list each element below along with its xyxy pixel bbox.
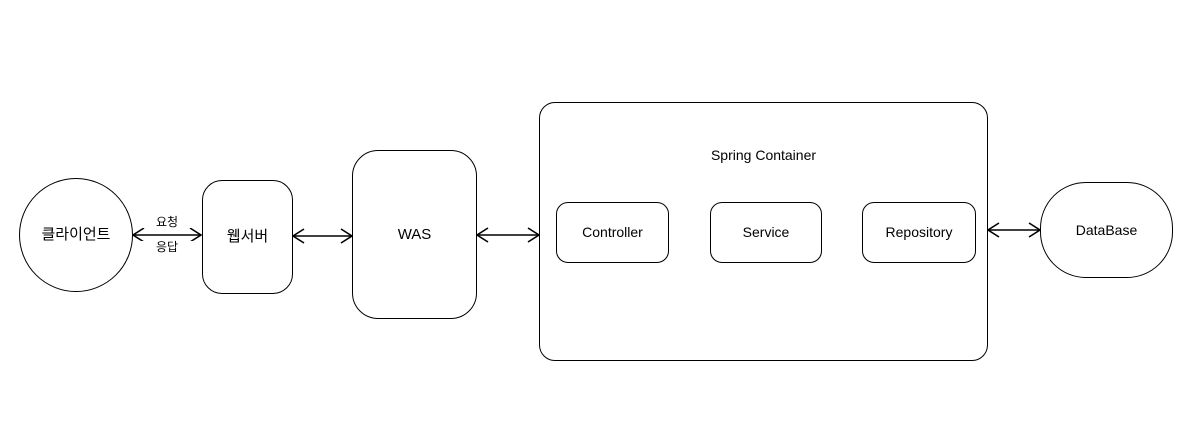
arrow-springcontainer-database [986, 222, 1042, 238]
node-database-label: DataBase [1075, 221, 1138, 238]
arrow-was-springcontainer [475, 227, 541, 243]
node-was-label: WAS [397, 225, 432, 243]
node-controller: Controller [556, 202, 669, 263]
node-client: 클라이언트 [19, 178, 133, 292]
node-web-server: 웹서버 [202, 180, 293, 294]
arrow-webserver-was [291, 228, 354, 244]
node-service: Service [710, 202, 822, 263]
node-database: DataBase [1040, 182, 1173, 278]
node-repository-label: Repository [885, 224, 953, 241]
edge-label-response: 응답 [137, 241, 197, 253]
node-was: WAS [352, 150, 477, 319]
edge-label-request: 요청 [137, 216, 197, 228]
node-controller-label: Controller [582, 224, 643, 241]
node-web-server-label: 웹서버 [226, 228, 269, 245]
node-service-label: Service [742, 224, 790, 241]
node-repository: Repository [862, 202, 976, 263]
node-client-label: 클라이언트 [41, 226, 111, 243]
spring-container-title: Spring Container [710, 147, 817, 163]
